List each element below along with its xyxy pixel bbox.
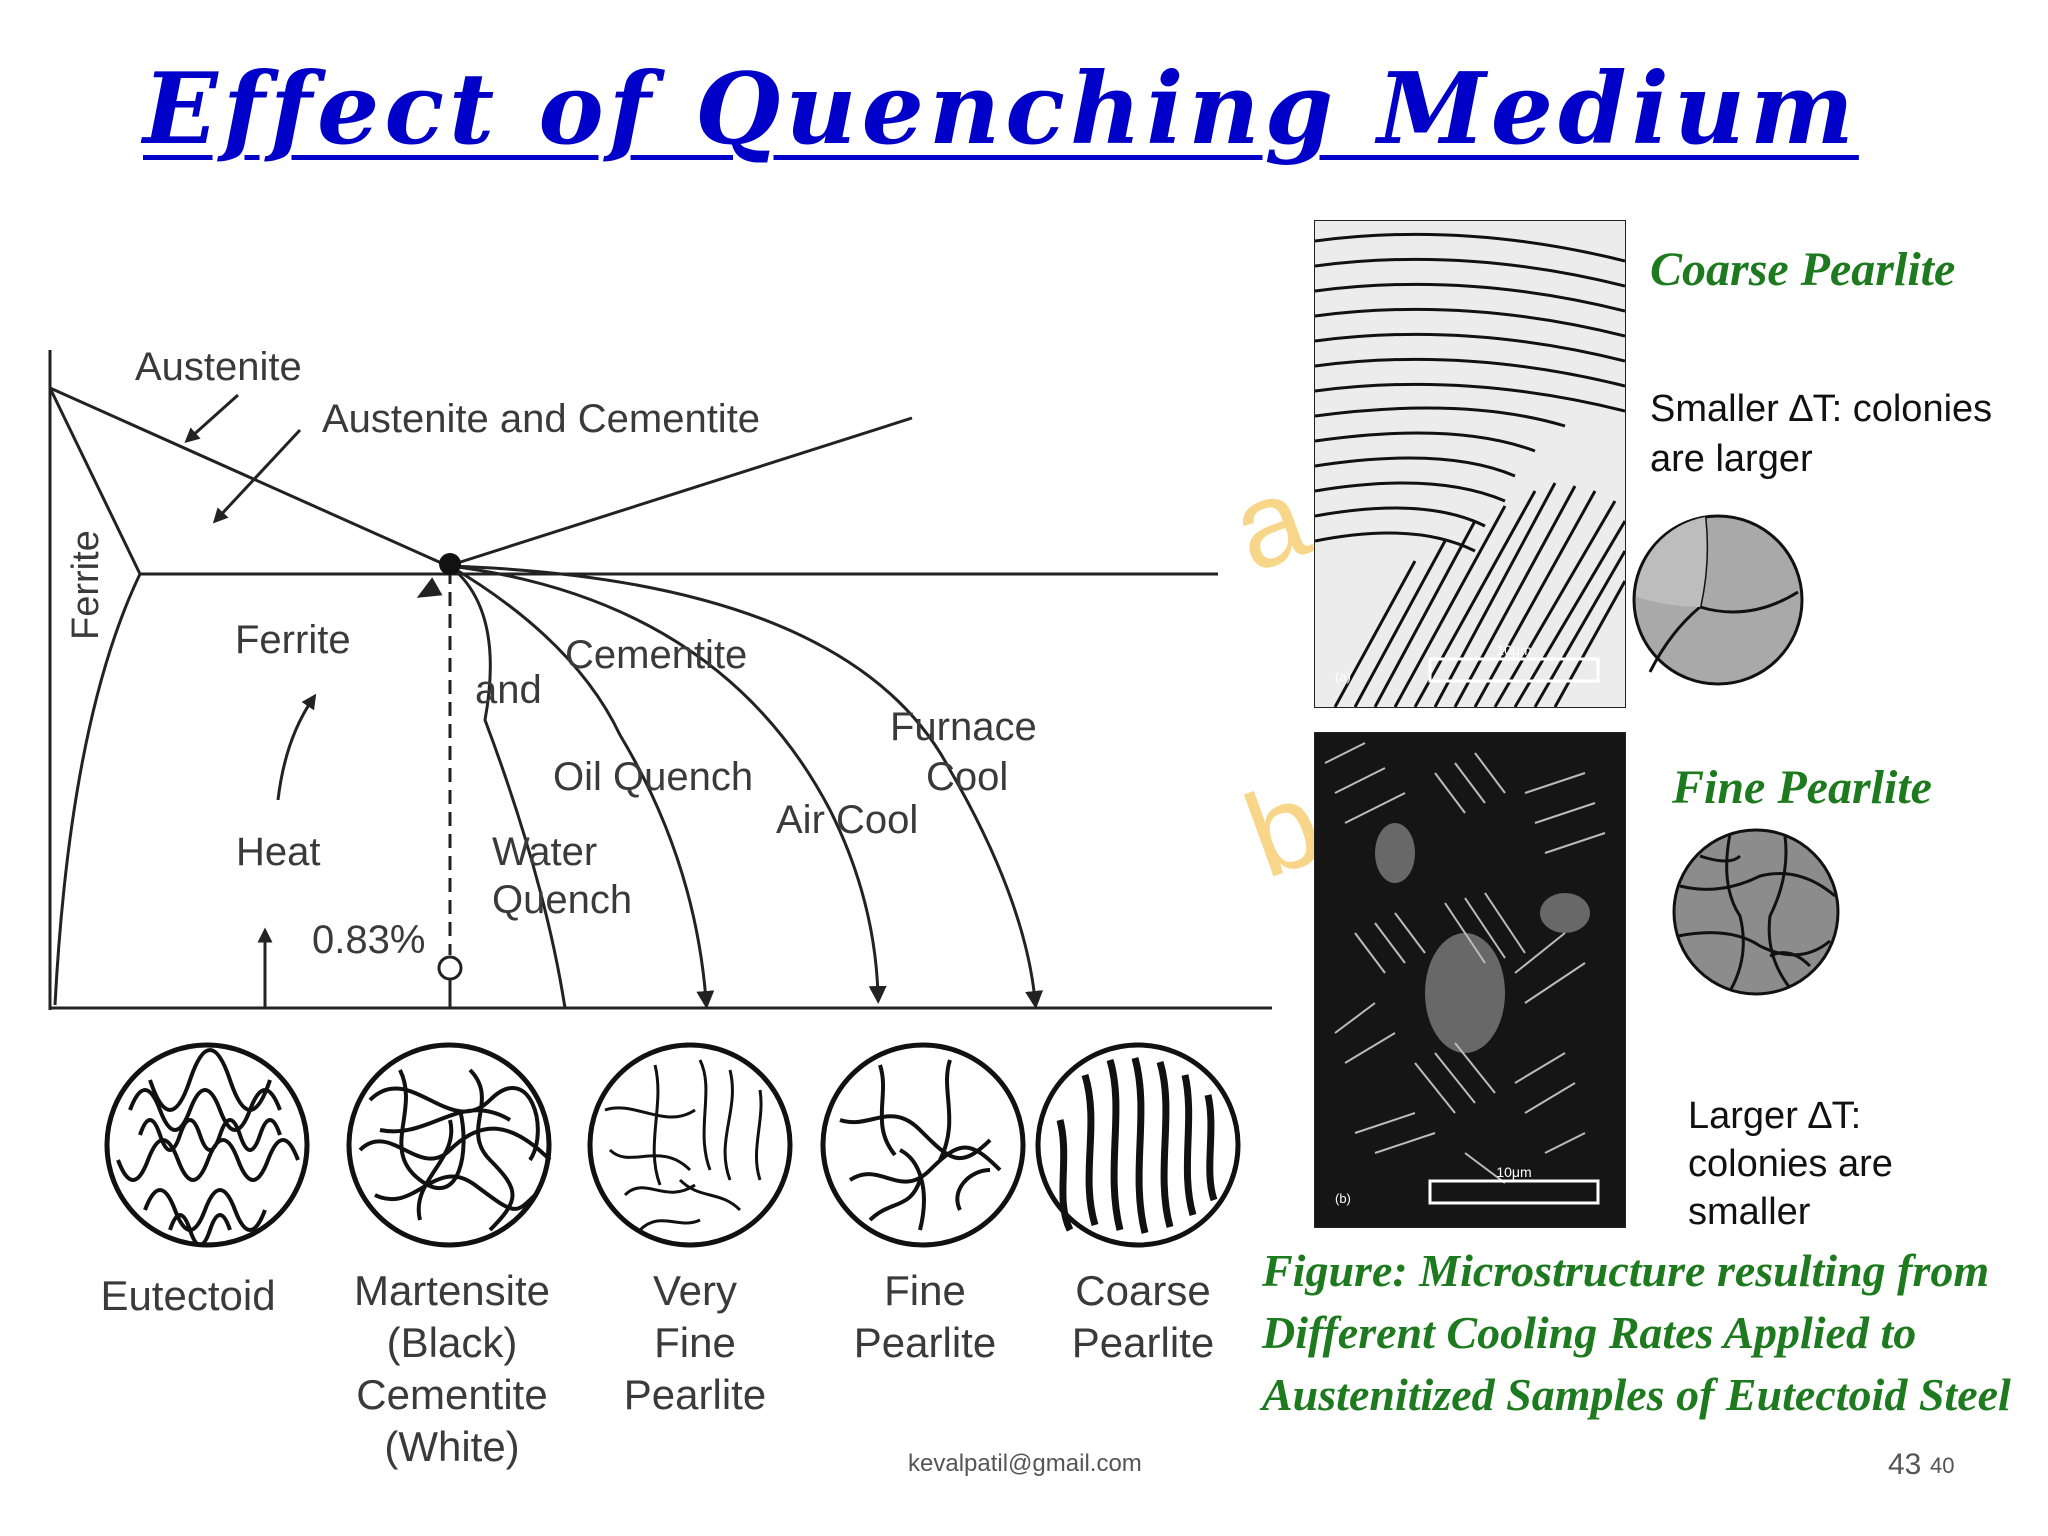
structure-label: (White) [384, 1423, 519, 1470]
structure-label: Coarse [1075, 1267, 1210, 1314]
scale-label: 10μm [1496, 1164, 1531, 1180]
oil-quench-label: Oil Quench [553, 755, 753, 799]
figure-caption: Figure: Microstructure resulting from Di… [1262, 1245, 2011, 1420]
air-cool-curve [449, 564, 887, 1004]
structure-label: Pearlite [624, 1371, 766, 1418]
furnace-label: Furnace [890, 705, 1037, 749]
scale-label: 10μm [1496, 642, 1531, 658]
water-label: Water [492, 830, 597, 874]
eutectoid-arrowhead [416, 577, 443, 598]
ferrite-label: Ferrite [235, 618, 351, 662]
eutectoid-structure [104, 1042, 310, 1248]
page-number-secondary: 40 [1930, 1453, 1955, 1478]
structure-label: (Black) [387, 1319, 518, 1366]
larger-dt-note-line1: Larger ∆T: [1688, 1095, 1862, 1137]
structure-label: Fine [654, 1319, 736, 1366]
fine-grain-diagram [1672, 828, 1840, 996]
austenite-cementite-label: Austenite and Cementite [322, 397, 760, 441]
page-number: 43 [1888, 1448, 1922, 1481]
composition-label: 0.83% [312, 918, 425, 962]
structure-label: Pearlite [1072, 1319, 1214, 1366]
oil-quench-curve [449, 564, 715, 1009]
composition-marker [437, 955, 463, 981]
structure-label: Pearlite [854, 1319, 996, 1366]
structure-label: Martensite [354, 1267, 550, 1314]
and-label: and [475, 668, 542, 712]
smaller-dt-note-line2: are larger [1650, 438, 1813, 480]
eutectoid-point [439, 553, 461, 575]
heat-arrow [276, 693, 317, 801]
footer-email: kevalpatil@gmail.com [908, 1450, 1142, 1477]
acm-line [447, 416, 913, 568]
coarse-grain-diagram [1632, 514, 1804, 686]
ferrite-solvus [53, 573, 142, 1006]
larger-dt-note-line2: colonies are [1688, 1143, 1893, 1185]
fine-pearlite-texture: 10μm (b) [1315, 733, 1625, 1227]
fine-pearlite-micrograph: 10μm (b) [1314, 732, 1626, 1228]
slide-title: Effect of Quenching Medium [143, 52, 1859, 167]
larger-dt-note-line3: smaller [1688, 1191, 1811, 1233]
cool-label: Cool [926, 755, 1008, 799]
austenite-arrow [184, 393, 240, 444]
air-cool-label: Air Cool [776, 798, 918, 842]
coarse-pearlite-micrograph: 10μm (a) [1314, 220, 1626, 708]
ferrite-boundary [48, 387, 142, 575]
martensite-structure [346, 1042, 552, 1248]
very-fine-pearlite-structure [587, 1042, 793, 1248]
structure-label: Fine [884, 1267, 966, 1314]
quench-label: Quench [492, 878, 632, 922]
cooling-phase-diagram: Austenite Austenite and Cementite Ferrit… [48, 345, 1272, 1470]
coarse-pearlite-texture: 10μm (a) [1315, 221, 1625, 707]
structure-labels: Eutectoid Martensite (Black) Cementite (… [100, 1267, 1214, 1470]
coarse-pearlite-label: Coarse Pearlite [1650, 243, 1956, 296]
fine-pearlite-label: Fine Pearlite [1672, 761, 1932, 814]
structure-label: Eutectoid [100, 1272, 275, 1319]
smaller-dt-note-line1: Smaller ∆T: colonies [1650, 388, 1993, 430]
structure-label: Very [653, 1267, 737, 1314]
panel-label: (a) [1335, 669, 1351, 684]
austenite-cementite-arrow [212, 428, 302, 524]
panel-label: (b) [1335, 1191, 1351, 1206]
furnace-cool-curve [449, 564, 1044, 1009]
austenite-label: Austenite [135, 345, 302, 389]
heat-label: Heat [236, 830, 321, 874]
coarse-pearlite-structure [1035, 1042, 1241, 1248]
structure-label: Cementite [356, 1371, 547, 1418]
ferrite-vertical-label: Ferrite [65, 530, 107, 640]
water-quench-curve [449, 564, 567, 1009]
fine-pearlite-structure [820, 1042, 1026, 1248]
a3-line [49, 386, 449, 568]
cementite-label: Cementite [565, 633, 747, 677]
